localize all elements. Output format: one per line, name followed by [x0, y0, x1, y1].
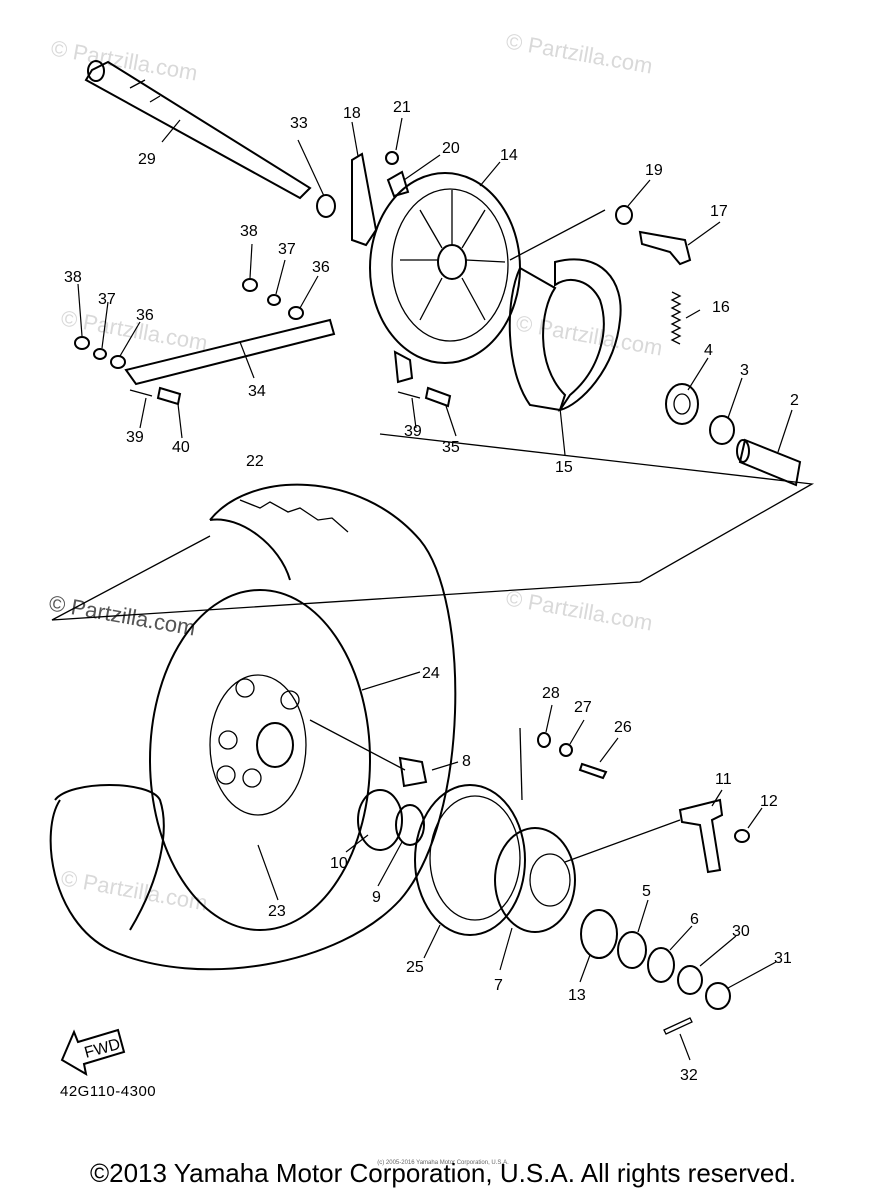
cast-wheel	[149, 589, 371, 931]
bolt-26	[578, 762, 608, 780]
washer-19	[615, 205, 633, 225]
seal-3	[709, 415, 735, 445]
bearing-6	[647, 947, 675, 983]
tiny-notice: (c) 2005-2016 Yamaha Motor Corporation, …	[377, 1160, 509, 1166]
diagram-code: 42G110-4300	[60, 1083, 157, 1100]
fwd-arrow: FWD	[60, 1028, 126, 1076]
callout-19: 19	[645, 162, 663, 179]
callout-30: 30	[732, 923, 750, 940]
collar-2	[738, 438, 802, 487]
callout-36-lower: 36	[136, 307, 154, 324]
nut-12	[734, 829, 750, 843]
callout-33: 33	[290, 115, 308, 132]
brake-cam	[638, 230, 692, 266]
washer-28	[537, 732, 551, 748]
assembly-lines	[51, 209, 815, 863]
callout-39-right: 39	[404, 423, 422, 440]
o-ring-10	[357, 789, 403, 851]
callout-16: 16	[712, 299, 730, 316]
callout-3: 3	[740, 362, 749, 379]
callout-11: 11	[715, 771, 732, 788]
callout-10: 10	[330, 855, 348, 872]
callout-17: 17	[710, 203, 728, 220]
leader-lines	[77, 117, 793, 1061]
callout-36-upper: 36	[312, 259, 330, 276]
callout-13: 13	[568, 987, 586, 1004]
collar-8	[398, 756, 428, 788]
callout-8: 8	[462, 753, 471, 770]
hub-7	[494, 827, 576, 933]
brake-drum-25	[414, 784, 526, 936]
callout-labels: 2 3 4 5 6 7 8 9 10 11 12 13 14 15 16 17 …	[64, 99, 799, 1084]
tension-bar	[74, 278, 452, 408]
callout-9: 9	[372, 889, 381, 906]
callout-2: 2	[790, 392, 799, 409]
brake-shoe-plate	[369, 172, 521, 384]
washer-27	[559, 743, 573, 757]
watermark-text: © Partzilla.com	[514, 310, 664, 360]
callout-18: 18	[343, 105, 361, 122]
callout-38-lower: 38	[64, 269, 82, 286]
washer-33	[316, 194, 336, 218]
callout-29: 29	[138, 151, 156, 168]
watermark-text: © Partzilla.com	[504, 28, 654, 78]
bolt-21	[385, 151, 399, 165]
tire	[49, 483, 457, 971]
cam-lever	[351, 152, 378, 247]
callout-39-left: 39	[126, 429, 144, 446]
callout-37-upper: 37	[278, 241, 296, 258]
callout-37-lower: 37	[98, 291, 116, 308]
callout-25: 25	[406, 959, 424, 976]
callout-15: 15	[555, 459, 573, 476]
washer-30	[677, 965, 703, 995]
callout-40: 40	[172, 439, 190, 456]
watermark-text: © Partzilla.com	[59, 865, 209, 915]
callout-38-upper: 38	[240, 223, 258, 240]
callout-23: 23	[268, 903, 286, 920]
callout-27: 27	[574, 699, 592, 716]
callout-21: 21	[393, 99, 411, 116]
callout-6: 6	[690, 911, 699, 928]
callout-34: 34	[248, 383, 266, 400]
bearing-4	[665, 383, 699, 425]
nut-31	[705, 982, 731, 1010]
callout-28: 28	[542, 685, 560, 702]
callout-35: 35	[442, 439, 460, 456]
plate-20	[386, 170, 410, 198]
callout-24: 24	[422, 665, 440, 682]
o-ring-9	[395, 804, 425, 846]
cotter-pin-32	[663, 1017, 693, 1035]
callout-12: 12	[760, 793, 778, 810]
callout-31: 31	[774, 950, 792, 967]
callout-14: 14	[500, 147, 518, 164]
spring	[670, 291, 682, 345]
callout-20: 20	[442, 140, 460, 157]
o-ring-13	[580, 909, 618, 959]
watermark-text: © Partzilla.com	[49, 35, 199, 85]
callout-26: 26	[614, 719, 632, 736]
bearing-5	[617, 931, 647, 969]
bracket-11	[678, 798, 724, 874]
rear-axle	[84, 60, 312, 200]
copyright-notice: ©2013 Yamaha Motor Corporation, U.S.A. A…	[89, 1158, 797, 1188]
watermark-text: © Partzilla.com	[504, 585, 654, 635]
callout-32: 32	[680, 1067, 698, 1084]
callout-7: 7	[494, 977, 503, 994]
callout-5: 5	[642, 883, 651, 900]
callout-22: 22	[246, 453, 264, 470]
callout-4: 4	[704, 342, 713, 359]
